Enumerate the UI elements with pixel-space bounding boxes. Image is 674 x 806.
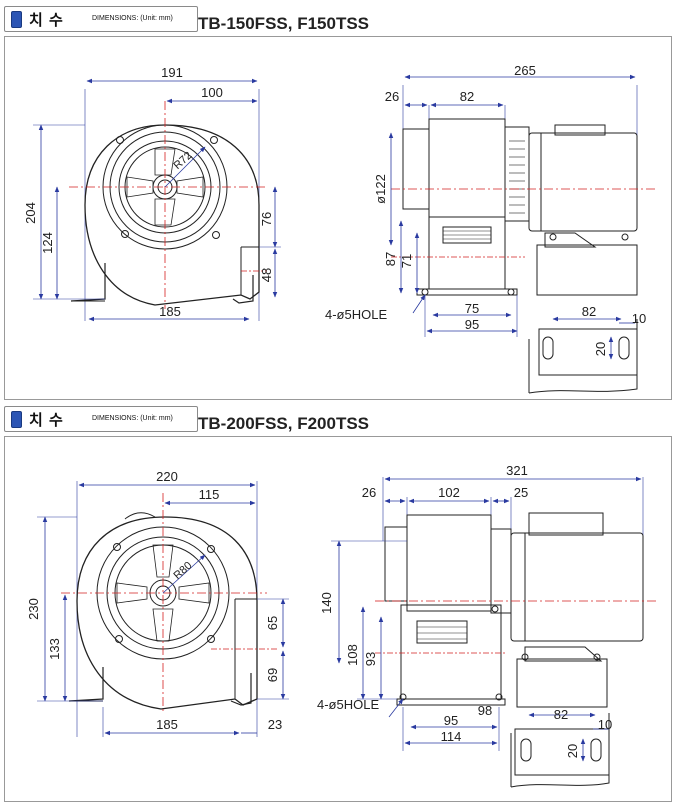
dim-height: 230 <box>26 598 41 620</box>
dim-side-h2: 71 <box>399 254 414 268</box>
dim-center-height: 124 <box>40 232 55 254</box>
model-title: TB-150FSS, F150TSS <box>198 14 370 33</box>
drawing-panel: 220 115 230 133 65 69 185 23 R80 <box>4 436 672 802</box>
dim-width: 220 <box>156 469 178 484</box>
dim-side-a: 26 <box>362 485 376 500</box>
section-tb200: 치 수 DIMENSIONS: (Unit: mm) TB-200FSS, F2… <box>0 402 674 806</box>
header-subtitle: DIMENSIONS: (Unit: mm) <box>92 15 173 22</box>
side-view <box>331 476 657 788</box>
dim-side-c: 25 <box>514 485 528 500</box>
model-title: TB-200FSS, F200TSS <box>198 414 370 433</box>
dim-side-length: 321 <box>506 463 528 478</box>
dim-outlet: 76 <box>259 212 274 226</box>
dim-slot-x: 10 <box>632 311 646 326</box>
dim-foot1: 95 <box>444 713 458 728</box>
section-tb150: 치 수 DIMENSIONS: (Unit: mm) TB-150FSS, F1… <box>0 0 674 402</box>
drawing-panel: 191 100 204 124 76 48 185 R72 <box>4 36 672 400</box>
dim-side-h1: 108 <box>345 644 360 666</box>
side-view <box>388 74 655 394</box>
dim-slot-width: 82 <box>554 707 568 722</box>
dim-outlet-base: 69 <box>265 668 280 682</box>
front-view <box>37 481 289 737</box>
dim-half-width: 100 <box>201 85 223 100</box>
dim-side-height: 140 <box>319 592 334 614</box>
bookmark-icon <box>11 411 22 428</box>
dim-side-b: 82 <box>460 89 474 104</box>
header-title: 치 수 <box>29 412 64 429</box>
dim-holes: 4-ø5HOLE <box>325 307 387 322</box>
dim-foot3: 98 <box>478 703 492 718</box>
dim-half-width: 115 <box>199 487 220 502</box>
dim-slot-height: 20 <box>565 744 580 758</box>
dim-width: 191 <box>161 65 183 80</box>
dim-base-width: 185 <box>159 304 181 319</box>
front-view <box>33 78 281 322</box>
dim-base-width: 185 <box>156 717 178 732</box>
dim-radius: R80 <box>171 560 194 582</box>
dim-slot-width: 82 <box>582 304 596 319</box>
dim-outlet: 65 <box>265 616 280 630</box>
header-title: 치 수 <box>29 12 64 29</box>
dim-radius: R72 <box>171 150 194 172</box>
section-header: 치 수 DIMENSIONS: (Unit: mm) <box>4 6 198 32</box>
dim-outlet-base: 48 <box>259 268 274 282</box>
technical-drawing: 220 115 230 133 65 69 185 23 R80 <box>26 463 657 788</box>
dim-slot-x: 10 <box>598 717 612 732</box>
dim-foot1: 75 <box>465 301 479 316</box>
dim-side-length: 265 <box>514 63 536 78</box>
section-header: 치 수 DIMENSIONS: (Unit: mm) <box>4 406 198 432</box>
dim-side-b: 102 <box>438 485 460 500</box>
header-subtitle: DIMENSIONS: (Unit: mm) <box>92 415 173 422</box>
dim-side-h1: 87 <box>383 252 398 266</box>
dim-height: 204 <box>23 202 38 224</box>
bookmark-icon <box>11 11 22 28</box>
dim-side-a: 26 <box>385 89 399 104</box>
dim-base-x: 23 <box>268 717 282 732</box>
dim-diameter: ø122 <box>373 174 388 204</box>
dim-side-h2: 93 <box>363 652 378 666</box>
dim-holes: 4-ø5HOLE <box>317 697 379 712</box>
dim-center-height: 133 <box>47 638 62 660</box>
dim-foot2: 95 <box>465 317 479 332</box>
dim-slot-height: 20 <box>593 342 608 356</box>
technical-drawing: 191 100 204 124 76 48 185 R72 <box>23 63 655 394</box>
dim-foot2: 114 <box>441 729 462 744</box>
